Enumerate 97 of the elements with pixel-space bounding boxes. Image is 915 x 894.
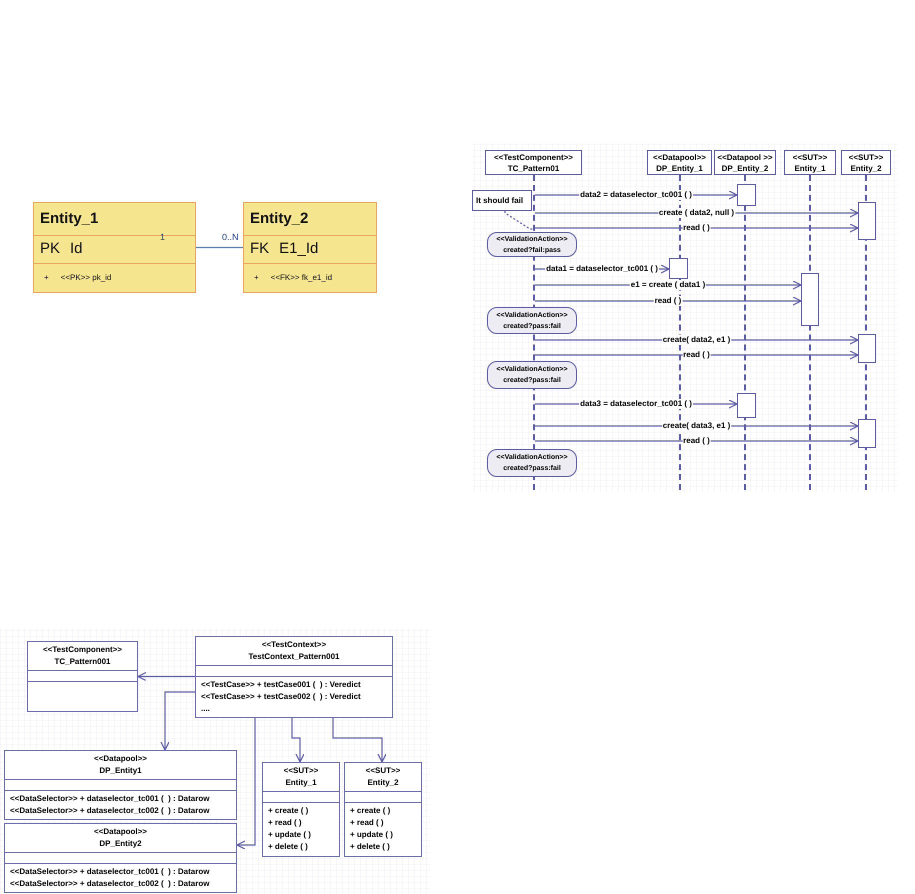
activation-bar bbox=[858, 202, 876, 240]
attribute-name: E1_Id bbox=[279, 239, 318, 260]
class-name: DP_Entity1 bbox=[99, 765, 142, 777]
note-text: It should fail bbox=[476, 194, 524, 206]
entity-name: Entity_1 bbox=[40, 208, 98, 229]
class-name: DP_Entity2 bbox=[99, 838, 142, 850]
stereotype-label: <<SUT>> bbox=[792, 152, 828, 162]
edge-label: read ( ) bbox=[682, 436, 711, 446]
visibility-marker: + bbox=[254, 272, 259, 284]
arrow bbox=[535, 223, 859, 233]
arrow bbox=[535, 296, 802, 306]
entity-table bbox=[33, 202, 196, 293]
operation-text: <<DataSelector>> + dataselector_tc001 ( ) : Datarow bbox=[10, 793, 210, 805]
operation-text: <<TestCase>> + testCase002 ( ) : Veredict bbox=[201, 691, 362, 703]
activation-bar bbox=[801, 273, 819, 326]
edge-label: create( data3, e1 ) bbox=[662, 421, 732, 431]
stereotype-label: <<SUT>> bbox=[366, 765, 400, 777]
lifeline-name: Entity_1 bbox=[794, 162, 826, 174]
activation-bar bbox=[858, 334, 876, 363]
arrow bbox=[291, 718, 305, 763]
validation-action-box bbox=[487, 307, 577, 334]
attribute-text: <<PK>> pk_id bbox=[60, 272, 112, 284]
visibility-marker: + bbox=[44, 272, 49, 284]
activation-bar bbox=[858, 419, 876, 448]
arrow bbox=[332, 718, 387, 763]
class-name: Entity_1 bbox=[285, 777, 317, 789]
validation-action-box bbox=[487, 361, 577, 389]
operation-text: + read ( ) bbox=[268, 817, 303, 829]
lifeline-head bbox=[647, 150, 712, 175]
operation-text: + read ( ) bbox=[350, 817, 385, 829]
operation-text: <<DataSelector>> + dataselector_tc001 ( ) : Datarow bbox=[10, 866, 210, 878]
lifeline-head bbox=[485, 150, 582, 175]
stereotype-label: <<Datapool>> bbox=[94, 826, 147, 838]
operation-text: + create ( ) bbox=[268, 805, 310, 817]
edge-label: data3 = dataselector_tc001 ( ) bbox=[579, 399, 693, 409]
lifeline-head bbox=[784, 150, 836, 175]
operation-text: + delete ( ) bbox=[268, 841, 309, 853]
edge-label: create ( data2, null ) bbox=[658, 208, 736, 218]
arrow bbox=[535, 436, 859, 446]
class-name: TC_Pattern001 bbox=[54, 656, 111, 668]
lifeline-name: DP_Entity_1 bbox=[656, 162, 703, 174]
activation-bar bbox=[737, 184, 756, 206]
arrow bbox=[137, 672, 195, 682]
validation-action-box bbox=[487, 232, 577, 257]
operation-text: + create ( ) bbox=[350, 805, 392, 817]
class-box bbox=[4, 823, 237, 893]
class-box bbox=[27, 641, 138, 712]
class-box bbox=[262, 762, 340, 857]
arrow bbox=[160, 691, 195, 751]
edge-label: create( data2, e1 ) bbox=[662, 335, 732, 345]
arrow bbox=[236, 718, 256, 850]
edge-label: data1 = dataselector_tc001 ( ) bbox=[545, 264, 659, 274]
operation-text: <<TestCase>> + testCase001 ( ) : Veredict bbox=[201, 679, 362, 691]
class-box bbox=[344, 762, 422, 857]
stereotype-label: <<SUT>> bbox=[848, 152, 884, 162]
operation-text: <<DataSelector>> + dataselector_tc002 ( ) : Datarow bbox=[10, 878, 210, 890]
operation-text: + update ( ) bbox=[350, 829, 394, 841]
multiplicity-label: 1 bbox=[160, 232, 166, 242]
stereotype-label: <<TestComponent>> bbox=[494, 152, 573, 162]
activation-bar bbox=[669, 258, 688, 279]
stereotype-label: <<TestComponent>> bbox=[43, 644, 122, 656]
stereotype-label: <<Datapool>> bbox=[94, 753, 147, 765]
edge-label: e1 = create ( data1 ) bbox=[630, 280, 706, 290]
key-type: PK bbox=[40, 239, 60, 260]
stereotype-label: <<SUT>> bbox=[284, 765, 318, 777]
entity-name: Entity_2 bbox=[250, 208, 308, 229]
class-name: TestContext_Pattern001 bbox=[248, 651, 340, 663]
activation-bar bbox=[737, 393, 756, 418]
lifeline-name: TC_Pattern01 bbox=[508, 162, 560, 174]
connector-line bbox=[504, 211, 533, 230]
edge-label: data2 = dataselector_tc001 ( ) bbox=[579, 190, 693, 200]
attribute-text: <<FK>> fk_e1_id bbox=[270, 272, 332, 284]
validation-action-box bbox=[487, 449, 577, 477]
lifeline-head bbox=[841, 150, 891, 175]
lifeline-name: Entity_2 bbox=[850, 162, 882, 174]
stereotype-label: <<Datapool >> bbox=[717, 152, 773, 162]
operation-text: .... bbox=[201, 703, 211, 715]
class-name: Entity_2 bbox=[367, 777, 399, 789]
arrow bbox=[535, 350, 859, 360]
operation-text: + update ( ) bbox=[268, 829, 312, 841]
multiplicity-label: 0..N bbox=[222, 232, 239, 242]
operation-text: + delete ( ) bbox=[350, 841, 391, 853]
stereotype-label: <<TestContext>> bbox=[262, 639, 326, 651]
attribute-name: Id bbox=[70, 239, 83, 260]
class-box bbox=[195, 636, 393, 718]
connector-line bbox=[196, 246, 243, 248]
operation-text: <<DataSelector>> + dataselector_tc002 ( ) : Datarow bbox=[10, 805, 210, 817]
edge-label: read ( ) bbox=[654, 296, 682, 306]
stereotype-label: <<Datapool>> bbox=[653, 152, 706, 162]
edge-label: read ( ) bbox=[682, 350, 711, 360]
note-box bbox=[472, 190, 532, 211]
entity-table bbox=[243, 202, 377, 293]
class-box bbox=[4, 750, 237, 820]
key-type: FK bbox=[250, 239, 270, 260]
lifeline-head bbox=[714, 150, 776, 175]
lifeline-name: DP_Entity_2 bbox=[722, 162, 768, 174]
edge-label: read ( ) bbox=[682, 223, 711, 233]
